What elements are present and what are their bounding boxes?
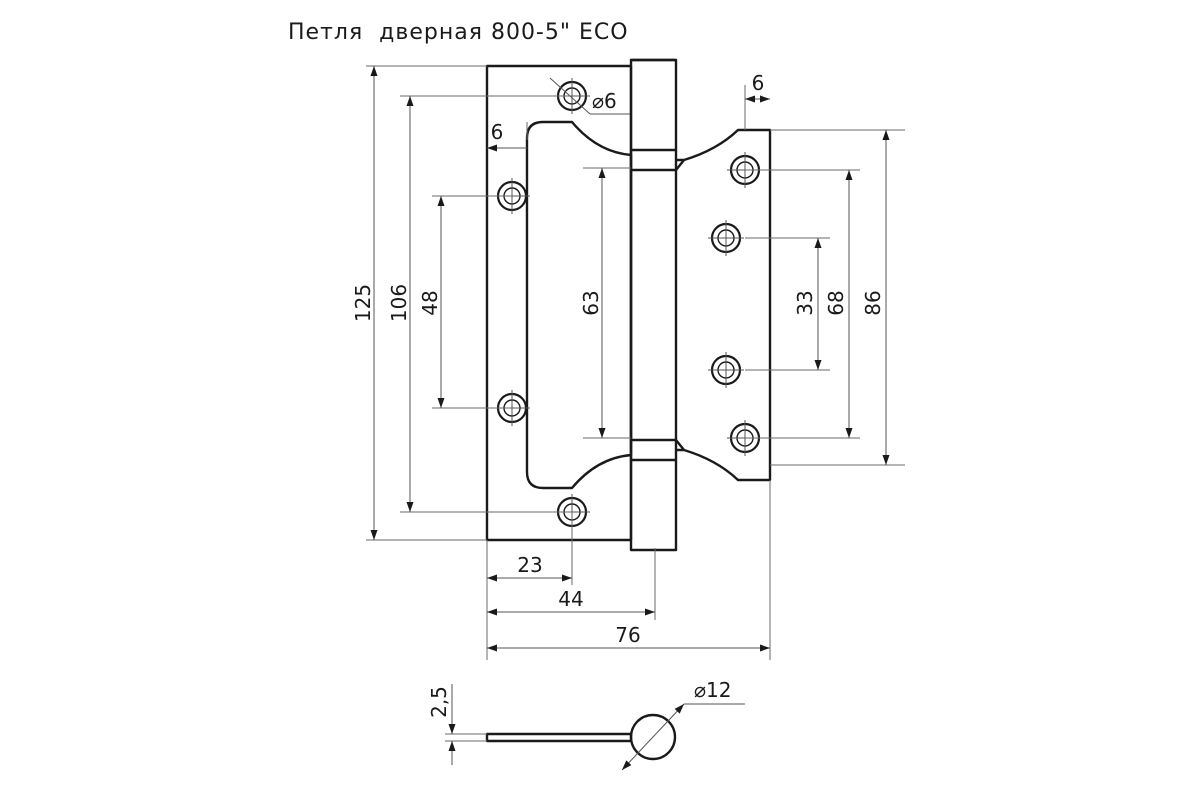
dim-label-63: 63 <box>579 290 603 315</box>
dim-label-76: 76 <box>615 623 640 647</box>
right-hinge-leaf <box>675 128 772 482</box>
dim-left-inner-holes: 48 <box>418 196 445 408</box>
drawing-title: Петля дверная 800-5" ECO <box>288 20 629 45</box>
dim-right-plate-height: 86 <box>861 130 890 465</box>
dim-label-33: 33 <box>793 290 817 315</box>
dim-label-2-5: 2,5 <box>427 686 451 718</box>
dimensions: 125 106 48 63 33 68 86 6 <box>351 66 890 652</box>
hinge-knuckle <box>629 58 678 552</box>
dim-outer-holes: 106 <box>387 96 414 512</box>
extension-lines <box>366 65 905 660</box>
dim-label-44: 44 <box>558 587 583 611</box>
dim-label-125: 125 <box>351 284 375 322</box>
dim-right-inner-holes: 33 <box>793 238 822 370</box>
dim-knuckle-offset-x: 44 <box>487 587 655 616</box>
side-view-leaf <box>485 732 633 743</box>
dim-label-86: 86 <box>861 290 885 315</box>
dim-total-height: 125 <box>351 66 378 540</box>
dim-label-106: 106 <box>387 284 411 322</box>
dim-edge-offset-right: 6 <box>745 71 770 103</box>
knuckle-barrel <box>629 58 678 552</box>
dim-label-6-right: 6 <box>752 71 765 95</box>
mounting-hole <box>708 220 744 256</box>
left-hinge-leaf <box>485 64 633 542</box>
dim-label-d12: ⌀12 <box>694 678 732 702</box>
mounting-holes <box>494 78 763 530</box>
dim-hole-offset-x: 23 <box>487 553 572 582</box>
dim-hole-diameter: ⌀6 <box>549 77 630 115</box>
dim-label-68: 68 <box>824 290 848 315</box>
dim-slot-height: 63 <box>579 168 606 438</box>
left-leaf-outline <box>485 64 633 542</box>
dim-label-23: 23 <box>517 553 542 577</box>
dim-edge-offset-left: 6 <box>487 120 527 152</box>
dim-total-width: 76 <box>487 623 770 652</box>
dim-label-48: 48 <box>418 290 442 315</box>
dim-label-6-left: 6 <box>491 120 504 144</box>
mounting-hole <box>708 352 744 388</box>
hinge-side-view: 2,5 ⌀12 <box>427 678 745 771</box>
dim-thickness: 2,5 <box>427 684 456 765</box>
dim-label-d6: ⌀6 <box>592 89 617 113</box>
right-leaf-outline <box>676 128 772 482</box>
dim-knuckle-diameter: ⌀12 <box>621 678 745 771</box>
dim-right-mid-holes: 68 <box>824 170 853 438</box>
